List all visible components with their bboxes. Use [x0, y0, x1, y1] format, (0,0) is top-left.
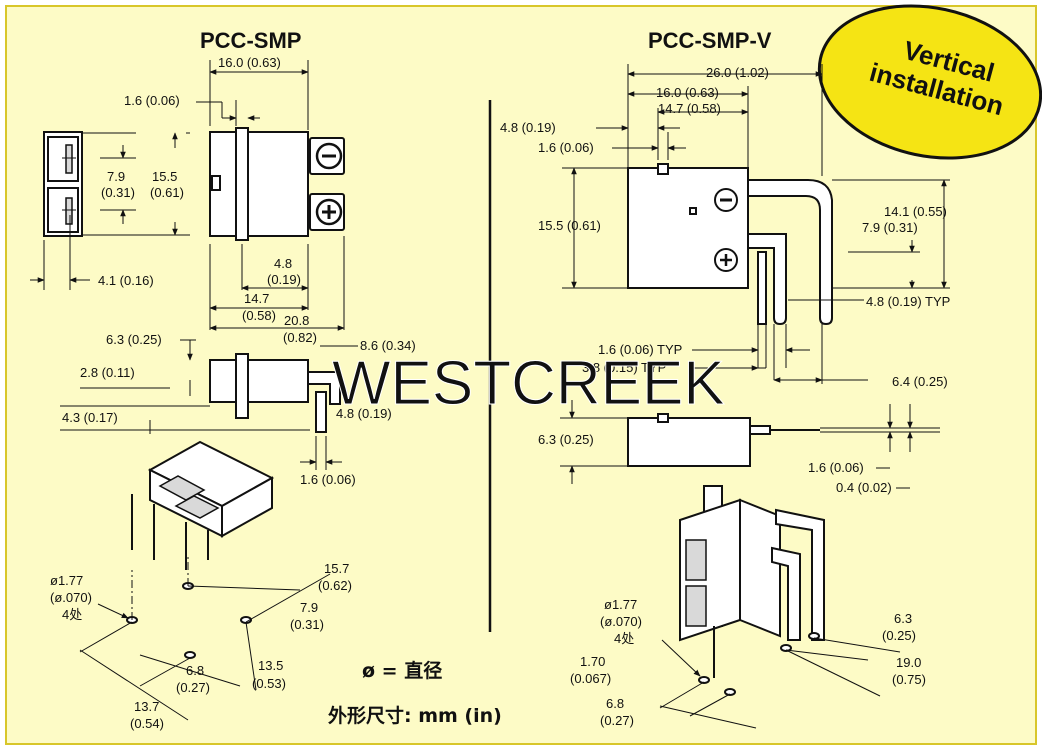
right-dim-7-9: 7.9 (0.31) — [862, 220, 918, 235]
right-dim-6-3-a: 6.3 — [894, 611, 912, 626]
right-dim-16: 16.0 (0.63) — [656, 85, 719, 100]
left-dim-15-7-a: 15.7 — [324, 561, 349, 576]
dim-left-15-5-a: 15.5 — [152, 169, 177, 184]
left-dim-7-9-b: (0.31) — [290, 617, 324, 632]
dim-left-1-6-top: 1.6 (0.06) — [124, 93, 180, 108]
right-hole-dia-a: ø1.77 — [604, 597, 637, 612]
left-top-view — [209, 353, 341, 433]
plus-circle-icon — [714, 248, 738, 272]
right-dim-1-70-b: (0.067) — [570, 671, 611, 686]
right-dim-14-7: 14.7 (0.58) — [658, 101, 721, 116]
legend-diameter: ø = 直径 — [362, 659, 442, 682]
right-hole-dia-b: (ø.070) — [600, 614, 642, 629]
right-top-view — [627, 413, 940, 467]
minus-circle-icon — [714, 188, 738, 212]
right-dim-19-a: 19.0 — [896, 655, 921, 670]
right-dim-1-6-top: 1.6 (0.06) — [538, 140, 594, 155]
dim-left-14-7-b: (0.58) — [242, 308, 276, 323]
right-dim-4-8-top: 4.8 (0.19) — [500, 120, 556, 135]
right-dim-3-8-typ: 3.8 (0.15) TYP — [582, 360, 666, 375]
left-dim-6-8-b: (0.27) — [176, 680, 210, 695]
left-dim-13-5-a: 13.5 — [258, 658, 283, 673]
right-dim-0-4: 0.4 (0.02) — [836, 480, 892, 495]
right-dim-6-3: 6.3 (0.25) — [538, 432, 594, 447]
left-isometric-view — [131, 440, 275, 570]
left-dim-13-7-a: 13.7 — [134, 699, 159, 714]
left-dim-15-7-b: (0.62) — [318, 578, 352, 593]
plus-circle-icon — [315, 198, 343, 226]
dim-left-6-3: 6.3 (0.25) — [106, 332, 162, 347]
left-hole-dia-a: ø1.77 — [50, 573, 83, 588]
dim-left-7-9-b: (0.31) — [101, 185, 135, 200]
left-dim-6-8-a: 6.8 — [186, 663, 204, 678]
right-hole-dia-c: 4处 — [614, 631, 634, 646]
vertical-installation-badge: Vertical installation — [817, 4, 1042, 160]
dim-left-8-6: 8.6 (0.34) — [360, 338, 416, 353]
left-front-view — [43, 131, 83, 237]
right-dim-19-b: (0.75) — [892, 672, 926, 687]
right-dim-1-70-a: 1.70 — [580, 654, 605, 669]
left-title: PCC-SMP — [200, 28, 301, 53]
right-dim-4-8-typ: 4.8 (0.19) TYP — [866, 294, 950, 309]
right-dim-6-3-b: (0.25) — [882, 628, 916, 643]
dim-left-1-6-bottom: 1.6 (0.06) — [300, 472, 356, 487]
dim-left-15-5-b: (0.61) — [150, 185, 184, 200]
left-dim-7-9-a: 7.9 — [300, 600, 318, 615]
right-title: PCC-SMP-V — [648, 28, 772, 53]
right-dim-15-5: 15.5 (0.61) — [538, 218, 601, 233]
left-hole-dia-b: (ø.070) — [50, 590, 92, 605]
dim-left-7-9-a: 7.9 — [107, 169, 125, 184]
right-dim-6-4: 6.4 (0.25) — [892, 374, 948, 389]
dim-left-4-8-b: (0.19) — [267, 272, 301, 287]
dim-left-16: 16.0 (0.63) — [218, 55, 281, 70]
dim-left-20-8-a: 20.8 — [284, 313, 309, 328]
legend-units: 外形尺寸: mm (in) — [328, 704, 502, 727]
minus-circle-icon — [315, 142, 343, 170]
right-footprint — [659, 632, 901, 729]
dim-left-20-8-b: (0.82) — [283, 330, 317, 345]
left-hole-dia-c: 4处 — [62, 607, 82, 622]
dim-left-2-8: 2.8 (0.11) — [80, 365, 135, 380]
right-dim-1-6-bottom: 1.6 (0.06) — [808, 460, 864, 475]
right-dim-14-1: 14.1 (0.55) — [884, 204, 947, 219]
dim-left-14-7-a: 14.7 — [244, 291, 269, 306]
left-footprint — [79, 556, 331, 721]
left-dim-13-5-b: (0.53) — [252, 676, 286, 691]
right-dim-26: 26.0 (1.02) — [706, 65, 769, 80]
dim-left-4-1: 4.1 (0.16) — [98, 273, 154, 288]
right-dim-6-8-a: 6.8 — [606, 696, 624, 711]
right-isometric-view — [679, 485, 825, 678]
left-dim-13-7-b: (0.54) — [130, 716, 164, 731]
westcreek-watermark: WESTCREEK — [332, 349, 725, 418]
dim-left-4-8-a: 4.8 — [274, 256, 292, 271]
dim-left-4-3: 4.3 (0.17) — [62, 410, 118, 425]
dim-left-4-8-side: 4.8 (0.19) — [336, 406, 392, 421]
left-side-view — [209, 127, 345, 241]
right-dim-1-6-typ: 1.6 (0.06) TYP — [598, 342, 682, 357]
right-side-view — [627, 163, 833, 326]
right-dim-6-8-b: (0.27) — [600, 713, 634, 728]
